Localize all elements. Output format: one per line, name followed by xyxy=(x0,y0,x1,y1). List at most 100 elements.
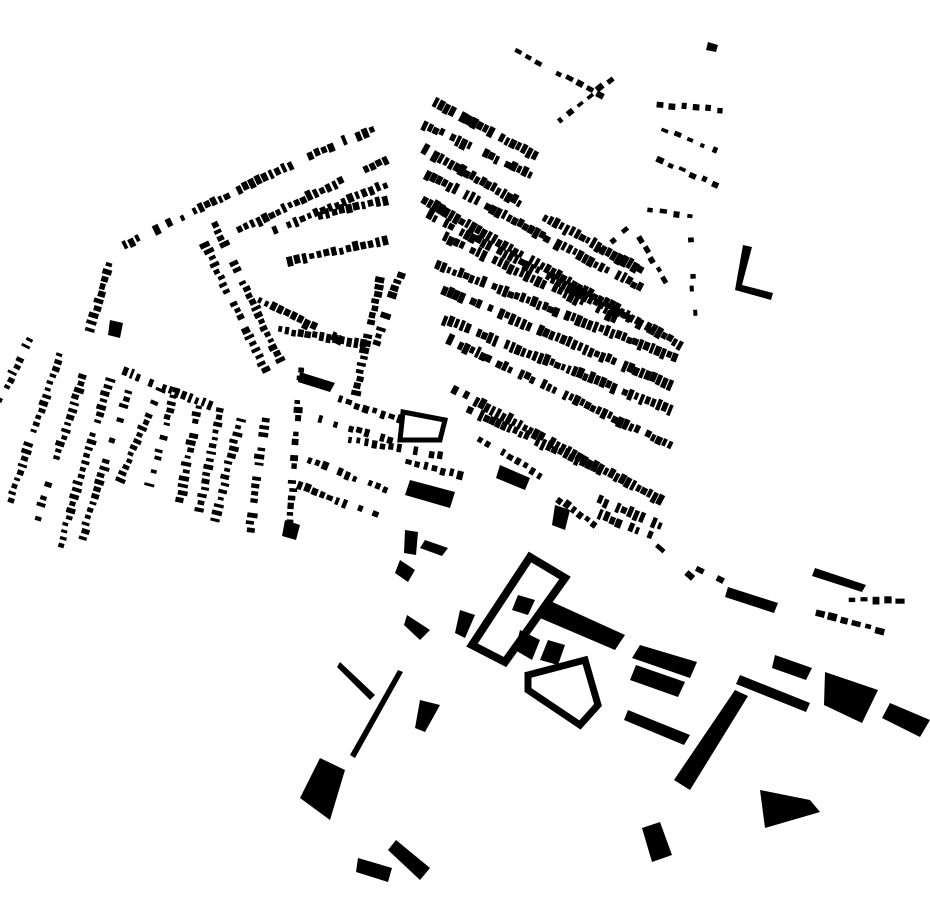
building xyxy=(339,335,346,345)
building xyxy=(618,254,630,268)
building xyxy=(655,543,666,554)
building xyxy=(374,158,383,168)
building xyxy=(620,226,630,234)
building xyxy=(282,307,292,318)
building xyxy=(455,610,475,638)
building xyxy=(493,207,504,219)
building xyxy=(619,310,628,320)
building xyxy=(483,440,492,449)
building xyxy=(565,335,574,348)
building xyxy=(289,310,299,321)
building xyxy=(535,300,543,311)
building xyxy=(336,175,345,185)
building xyxy=(476,436,484,444)
building xyxy=(456,163,468,177)
building xyxy=(309,320,319,331)
building xyxy=(551,386,558,395)
building xyxy=(609,236,618,245)
building xyxy=(453,135,463,147)
building xyxy=(277,325,283,333)
building xyxy=(206,400,214,411)
building xyxy=(642,341,651,352)
building xyxy=(505,263,516,276)
building xyxy=(531,226,542,240)
building xyxy=(592,241,603,254)
building xyxy=(475,120,485,131)
building xyxy=(293,406,303,414)
building xyxy=(295,480,304,491)
building xyxy=(619,271,628,284)
building xyxy=(503,339,511,350)
building xyxy=(596,508,604,521)
building xyxy=(196,202,206,214)
building xyxy=(643,369,653,381)
building xyxy=(655,266,663,273)
building xyxy=(538,438,548,451)
building xyxy=(621,418,631,431)
building xyxy=(65,514,73,521)
building xyxy=(228,259,239,268)
building xyxy=(500,360,510,372)
building xyxy=(895,598,905,604)
building xyxy=(236,313,245,321)
building xyxy=(213,502,225,509)
building xyxy=(366,319,376,326)
building xyxy=(481,147,491,159)
building xyxy=(431,214,439,223)
building xyxy=(388,840,430,880)
building xyxy=(580,253,590,265)
building xyxy=(235,185,244,195)
building xyxy=(530,150,540,161)
building xyxy=(577,233,587,243)
building xyxy=(496,257,505,268)
building xyxy=(351,240,360,252)
building xyxy=(395,560,415,582)
building xyxy=(386,436,394,445)
building xyxy=(585,255,596,268)
building xyxy=(362,164,370,174)
building xyxy=(445,333,456,346)
building xyxy=(193,397,200,405)
building xyxy=(608,250,619,262)
building xyxy=(539,378,549,390)
building xyxy=(213,228,222,235)
building xyxy=(499,188,508,200)
building xyxy=(534,266,542,274)
building xyxy=(475,328,483,338)
building xyxy=(442,218,451,229)
building xyxy=(652,345,663,357)
building xyxy=(431,96,440,108)
building xyxy=(208,254,217,261)
building xyxy=(420,120,429,132)
building xyxy=(177,482,189,489)
building xyxy=(217,195,224,204)
building xyxy=(512,266,520,277)
building xyxy=(551,217,562,229)
building xyxy=(474,298,484,309)
building xyxy=(261,417,270,423)
building xyxy=(619,506,628,515)
building xyxy=(202,199,212,209)
building xyxy=(165,407,175,414)
building xyxy=(610,356,618,366)
building xyxy=(81,521,90,527)
building xyxy=(583,515,591,523)
building xyxy=(217,274,226,281)
building xyxy=(353,381,362,390)
building xyxy=(163,413,171,421)
building xyxy=(692,103,700,111)
building xyxy=(179,214,186,222)
building xyxy=(367,240,374,249)
building xyxy=(257,318,266,325)
building xyxy=(8,490,17,496)
building xyxy=(101,458,110,465)
building xyxy=(586,293,596,305)
building xyxy=(287,479,297,485)
building xyxy=(186,392,194,404)
building xyxy=(445,286,456,299)
building xyxy=(710,180,720,189)
building xyxy=(345,244,352,253)
building xyxy=(360,201,367,210)
building xyxy=(439,261,448,274)
building xyxy=(456,291,467,305)
